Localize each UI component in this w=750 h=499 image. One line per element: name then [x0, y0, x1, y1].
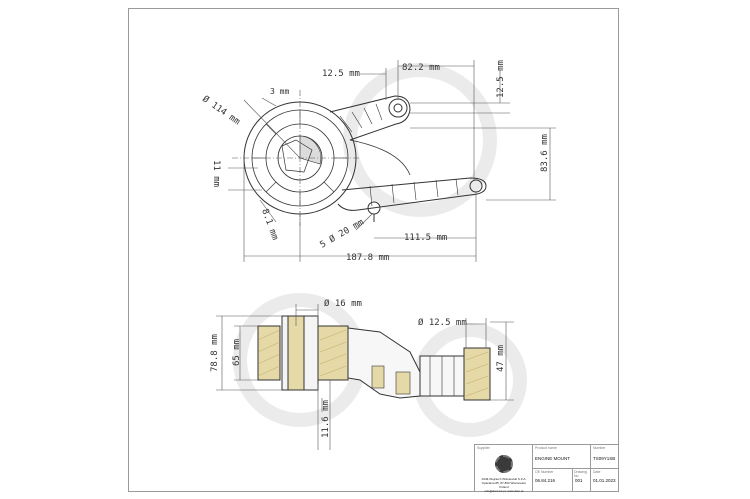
dim-diameter-12-5: Ø 12.5 mm [418, 317, 467, 328]
number-cell: Number TS09Y1SB [591, 445, 619, 469]
dim-3: 3 mm [270, 87, 289, 96]
oe-cell: OE Number 06.84.216 [533, 469, 573, 492]
dim-83-6: 83.6 mm [540, 134, 550, 172]
number-label: Number [593, 446, 606, 450]
drawing-label: Drawing No [574, 470, 587, 478]
side-view [257, 315, 491, 401]
dim-82-2: 82.2 mm [402, 63, 440, 73]
dim-11: 11 mm [211, 160, 221, 187]
side-view-dimensions [216, 304, 514, 450]
dim-65: 65 mm [232, 339, 242, 366]
product-name-cell: Product name ENGINE MOUNT [533, 445, 591, 469]
date-label: Date [593, 470, 601, 474]
dim-8-1: 8.1 mm [259, 208, 280, 242]
product-name: ENGINE MOUNT [535, 456, 571, 461]
company-logo [495, 455, 513, 473]
oe-label: OE Number [535, 470, 554, 474]
drawing-cell: Drawing No 001 [573, 469, 591, 492]
dim-111-5: 111.5 mm [404, 233, 447, 243]
dim-78-8: 78.8 mm [210, 334, 220, 372]
dim-11-6: 11.6 mm [321, 400, 331, 438]
dim-diameter-16: Ø 16 mm [324, 298, 362, 309]
supplier-label: Supplier [477, 446, 490, 450]
title-block: Supplier DAM-Wojciech Wiśniewski S.K.A. … [474, 444, 619, 493]
dim-diameter-114: Ø 114 mm [200, 93, 242, 127]
product-name-label: Product name [535, 446, 557, 450]
number-value: TS09Y1SB [593, 456, 616, 461]
drawing-value: 001 [575, 478, 583, 483]
dim-12-5-top: 12.5 mm [322, 69, 360, 79]
dim-5x20: 5 Ø 20 mm [318, 217, 366, 251]
date-cell: Date 01.01.2023 [591, 469, 619, 492]
dim-47: 47 mm [496, 345, 506, 372]
supplier-cell: Supplier DAM-Wojciech Wiśniewski S.K.A. … [475, 445, 533, 493]
date-value: 01.01.2023 [593, 478, 616, 483]
company-address: Opacalna 85, 87-860 Wieniewski, Poland [481, 481, 527, 489]
oe-value: 06.84.216 [535, 478, 556, 483]
company-name: DAM-Wojciech Wiśniewski S.K.A. [481, 477, 527, 481]
dim-12-5-right: 12.5 mm [496, 60, 506, 98]
company-contact: info@dam-ks.pl, www.dam.pl [484, 489, 524, 493]
dim-187-8: 187.8 mm [346, 253, 389, 263]
top-view-dimensions [228, 60, 556, 262]
